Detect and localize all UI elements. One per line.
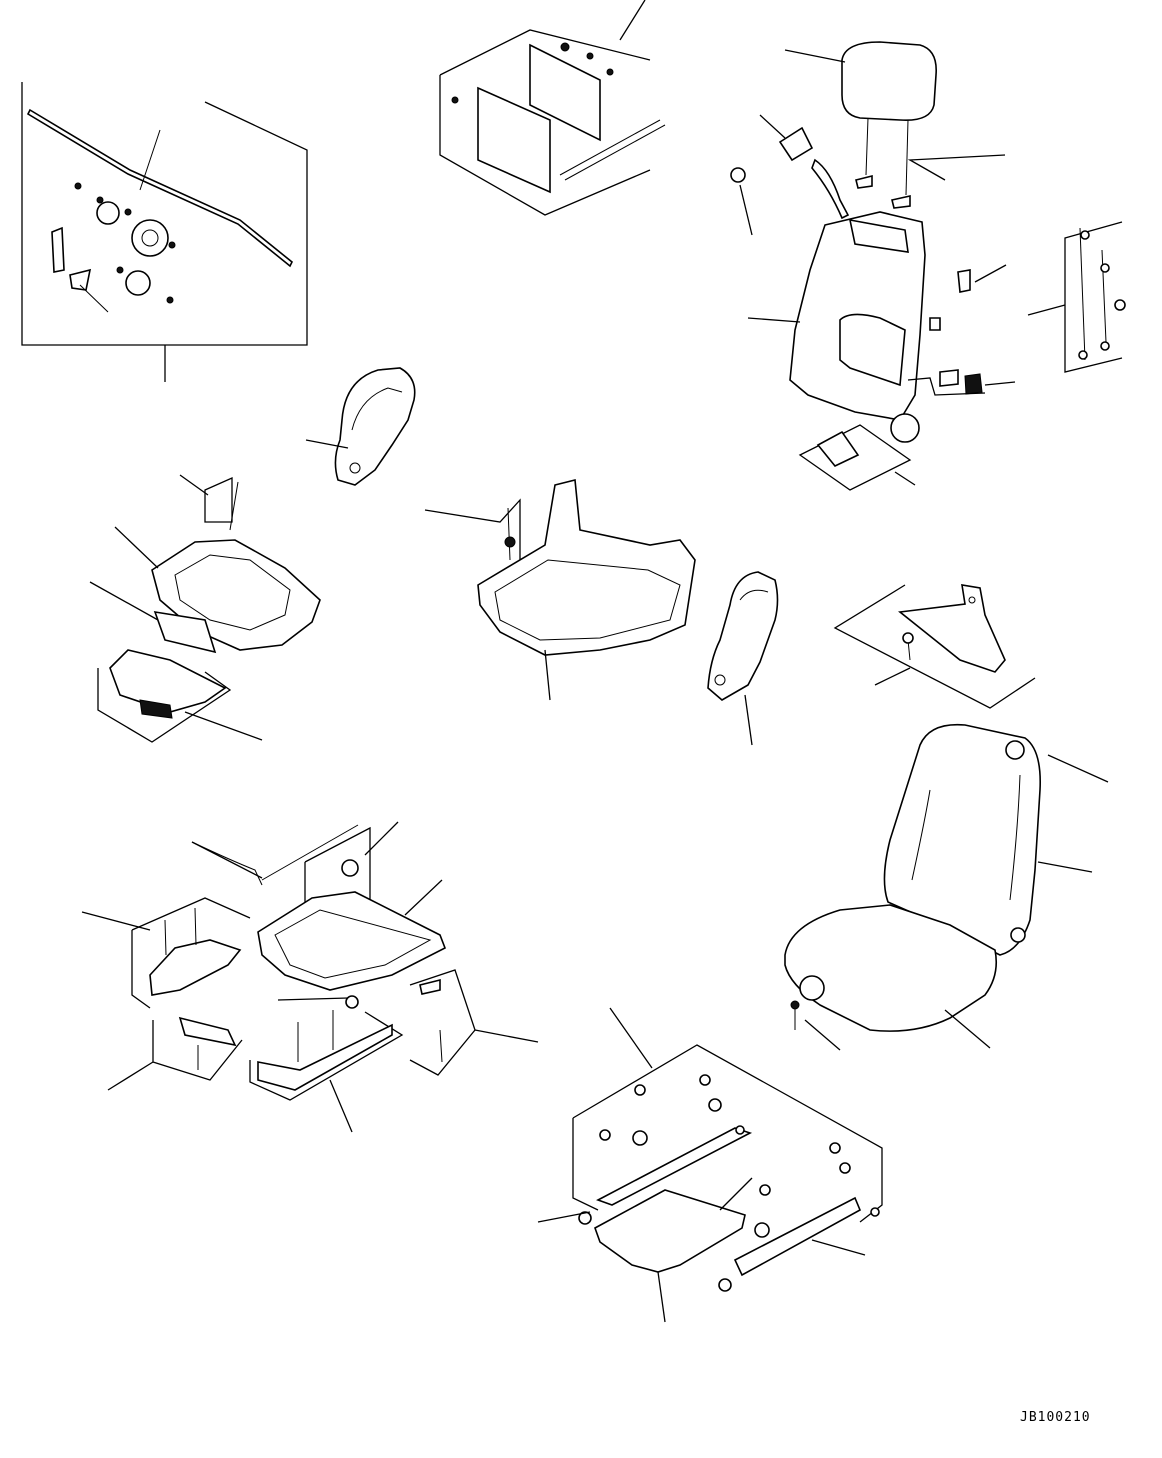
cushion-frame — [89, 474, 321, 743]
wiring-harness — [1027, 221, 1126, 373]
back-panel-kit — [439, 0, 666, 216]
seat-assembly — [784, 723, 1109, 1051]
seat-base-pan — [424, 478, 696, 701]
seat-back-frame — [747, 211, 1016, 491]
slide-rail-kit — [537, 1007, 883, 1323]
drawing-code-label: JB100210 — [1020, 1410, 1091, 1425]
mounting-bracket — [833, 584, 1036, 709]
right-side-cover — [707, 571, 779, 746]
left-side-cover — [305, 367, 416, 486]
headrest — [730, 41, 1006, 236]
lumbar-adjuster-kit — [21, 82, 308, 382]
lower-frame-kit — [81, 821, 539, 1133]
